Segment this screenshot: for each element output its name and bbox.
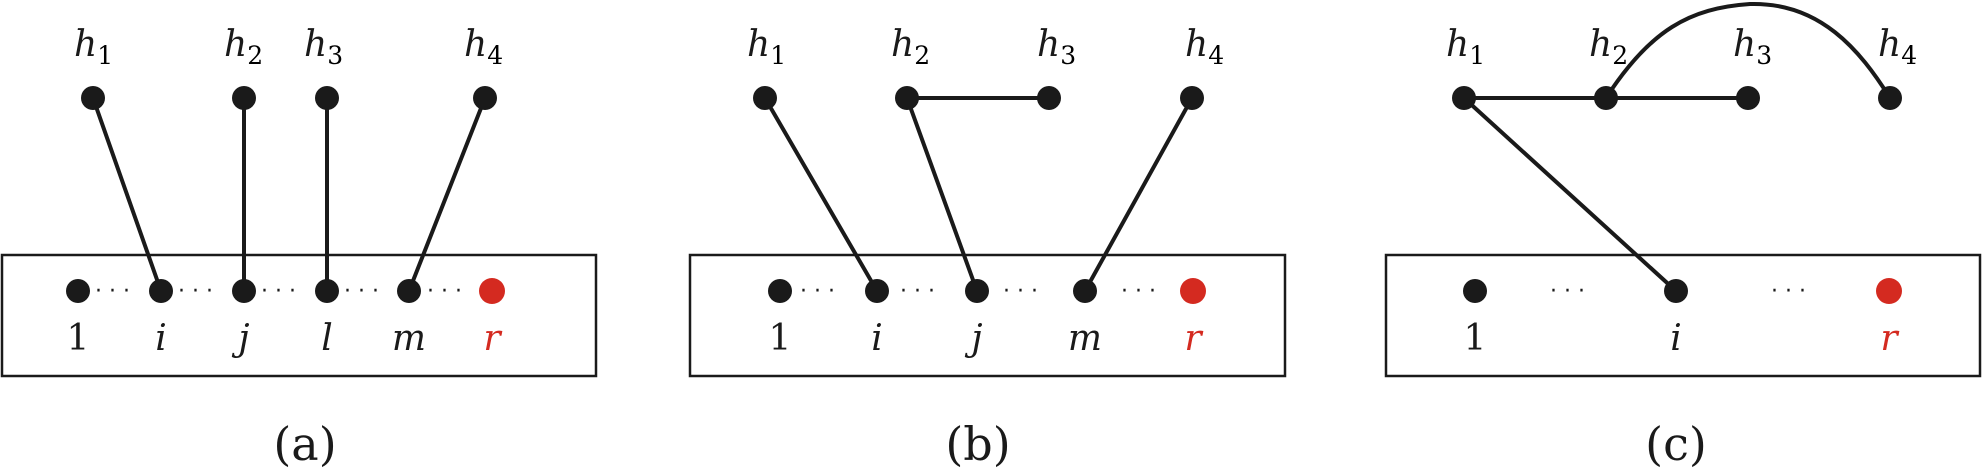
top-node-h3 (315, 86, 339, 110)
panel-c-frame (1384, 253, 1982, 378)
bottom-node-i (1664, 279, 1688, 303)
bottom-node-1 (768, 279, 792, 303)
bottom-label-i: i (871, 318, 883, 359)
bottom-label-m: m (1068, 318, 1102, 359)
top-label-h3: h3 (1733, 24, 1772, 70)
bottom-node-1 (66, 279, 90, 303)
separator: · · · (800, 279, 835, 304)
top-label-h3: h3 (304, 24, 343, 70)
panel-a: h1 h2 h3 h4 · · · · · · · · · · · · · · … (0, 24, 598, 471)
bottom-node-i (149, 279, 173, 303)
bottom-node-l (315, 279, 339, 303)
panel-c: h1 h2 h3 h4 · · · · · · 1 i r (c) (1384, 1, 1982, 471)
separator: · · · (1550, 279, 1585, 304)
top-label-h4: h4 (464, 24, 503, 70)
edge-h1-i (763, 96, 879, 293)
top-node-h4 (1180, 86, 1204, 110)
bottom-label-r: r (483, 318, 502, 359)
top-label-h2: h2 (1589, 24, 1628, 70)
top-node-h3 (1037, 86, 1061, 110)
separator: · · · (427, 279, 462, 304)
panel-b: h1 h2 h3 h4 · · · · · · · · · · · · 1 i … (688, 24, 1287, 471)
bottom-label-1: 1 (769, 318, 792, 359)
edge-h4-m (407, 96, 487, 293)
top-node-h4 (1878, 86, 1902, 110)
top-node-h2 (1594, 86, 1618, 110)
bottom-node-r (479, 278, 505, 304)
edge-h1-i (91, 96, 163, 293)
bottom-label-1: 1 (1464, 318, 1487, 359)
top-node-h1 (1452, 86, 1476, 110)
top-label-h1: h1 (74, 24, 113, 70)
separator: · · · (344, 279, 379, 304)
bottom-node-m (397, 279, 421, 303)
top-label-h2: h2 (224, 24, 263, 70)
bottom-label-m: m (392, 318, 426, 359)
top-label-h4: h4 (1878, 24, 1917, 70)
top-node-h1 (81, 86, 105, 110)
separator: · · · (178, 279, 213, 304)
bottom-label-r: r (1880, 318, 1899, 359)
top-node-h2 (232, 86, 256, 110)
edge-h4-m (1083, 96, 1194, 293)
top-label-h1: h1 (747, 24, 786, 70)
bottom-label-j: j (231, 318, 249, 359)
panel-a-frame (0, 253, 598, 378)
separator: · · · (261, 279, 296, 304)
top-label-h2: h2 (891, 24, 930, 70)
separator: · · · (95, 279, 130, 304)
bottom-label-j: j (964, 318, 982, 359)
bottom-label-i: i (1670, 318, 1682, 359)
edge-h2-h4-arc (1604, 1, 1892, 100)
panel-b-frame (688, 253, 1287, 378)
bottom-node-m (1073, 279, 1097, 303)
top-label-h3: h3 (1037, 24, 1076, 70)
panel-caption: (c) (1645, 417, 1707, 471)
separator: · · · (900, 279, 935, 304)
top-label-h4: h4 (1185, 24, 1224, 70)
bottom-node-r (1180, 278, 1206, 304)
bottom-label-l: l (321, 318, 333, 359)
top-node-h1 (753, 86, 777, 110)
top-label-h1: h1 (1446, 24, 1485, 70)
bottom-node-j (965, 279, 989, 303)
edge-h2-j (905, 96, 979, 293)
bottom-node-r (1876, 278, 1902, 304)
bottom-label-r: r (1184, 318, 1203, 359)
top-node-h3 (1736, 86, 1760, 110)
separator: · · · (1771, 279, 1806, 304)
bottom-node-i (865, 279, 889, 303)
bottom-node-1 (1463, 279, 1487, 303)
bottom-label-1: 1 (67, 318, 90, 359)
bottom-node-j (232, 279, 256, 303)
panel-caption: (b) (945, 417, 1010, 471)
bottom-label-i: i (155, 318, 167, 359)
top-node-h2 (895, 86, 919, 110)
separator: · · · (1003, 279, 1038, 304)
separator: · · · (1121, 279, 1156, 304)
panel-caption: (a) (273, 417, 336, 471)
top-node-h4 (473, 86, 497, 110)
edge-h1-i (1462, 96, 1678, 293)
